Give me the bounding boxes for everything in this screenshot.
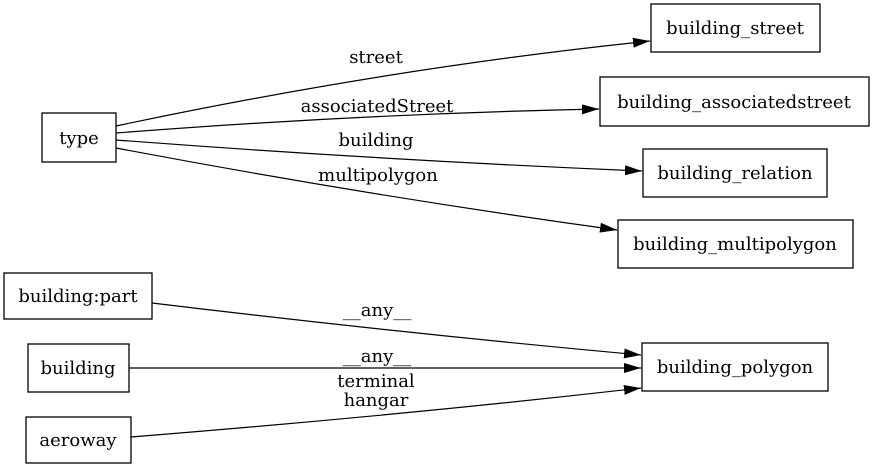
node-building-box xyxy=(27,343,130,393)
node-building-street: building_street xyxy=(650,3,821,53)
edge-type-building-multipolygon xyxy=(115,147,618,233)
edge-label-hangar: hangar xyxy=(344,390,409,411)
node-building-part-box xyxy=(3,272,153,320)
node-building-polygon-box xyxy=(641,342,829,392)
node-building-multipolygon: building_multipolygon xyxy=(617,219,854,269)
node-building-multipolygon-label: building_multipolygon xyxy=(633,234,837,255)
node-building-part: building:part xyxy=(3,272,153,320)
node-building-part-label: building:part xyxy=(18,286,138,307)
edge-type-building-street xyxy=(115,37,651,127)
node-aeroway: aeroway xyxy=(25,416,132,464)
edge-group xyxy=(115,37,651,438)
node-building-polygon: building_polygon xyxy=(641,342,829,392)
edge-label-group: street associatedStreet building multipo… xyxy=(301,47,454,411)
edge-label-associatedstreet: associatedStreet xyxy=(301,96,454,117)
node-building: building xyxy=(27,343,130,393)
node-building-associatedstreet-label: building_associatedstreet xyxy=(617,92,851,113)
edge-type-building-associatedstreet xyxy=(115,104,600,134)
node-building-street-box xyxy=(650,3,821,53)
node-building-relation-label: building_relation xyxy=(657,163,813,184)
edge-label-street: street xyxy=(349,47,403,68)
node-building-associatedstreet-box xyxy=(599,76,870,127)
node-building-relation-box xyxy=(642,148,828,198)
edge-label-any-2: __any__ xyxy=(343,346,412,367)
node-type-label: type xyxy=(59,128,99,149)
edge-label-any-1: __any__ xyxy=(343,300,412,321)
node-type: type xyxy=(41,112,117,163)
edge-type-building-relation xyxy=(115,139,643,176)
node-type-box xyxy=(41,112,117,163)
edge-buildingpart-building-polygon xyxy=(151,302,642,359)
edge-label-building: building xyxy=(338,130,413,151)
edge-label-multipolygon: multipolygon xyxy=(318,165,438,186)
node-building-label: building xyxy=(40,358,115,379)
node-building-street-label: building_street xyxy=(666,18,804,39)
node-aeroway-label: aeroway xyxy=(39,430,117,451)
node-building-multipolygon-box xyxy=(617,219,854,269)
edge-label-terminal: terminal xyxy=(337,371,415,392)
edge-aeroway-building-polygon xyxy=(130,384,642,438)
node-building-associatedstreet: building_associatedstreet xyxy=(599,76,870,127)
node-building-polygon-label: building_polygon xyxy=(657,357,814,378)
node-aeroway-box xyxy=(25,416,132,464)
node-building-relation: building_relation xyxy=(642,148,828,198)
